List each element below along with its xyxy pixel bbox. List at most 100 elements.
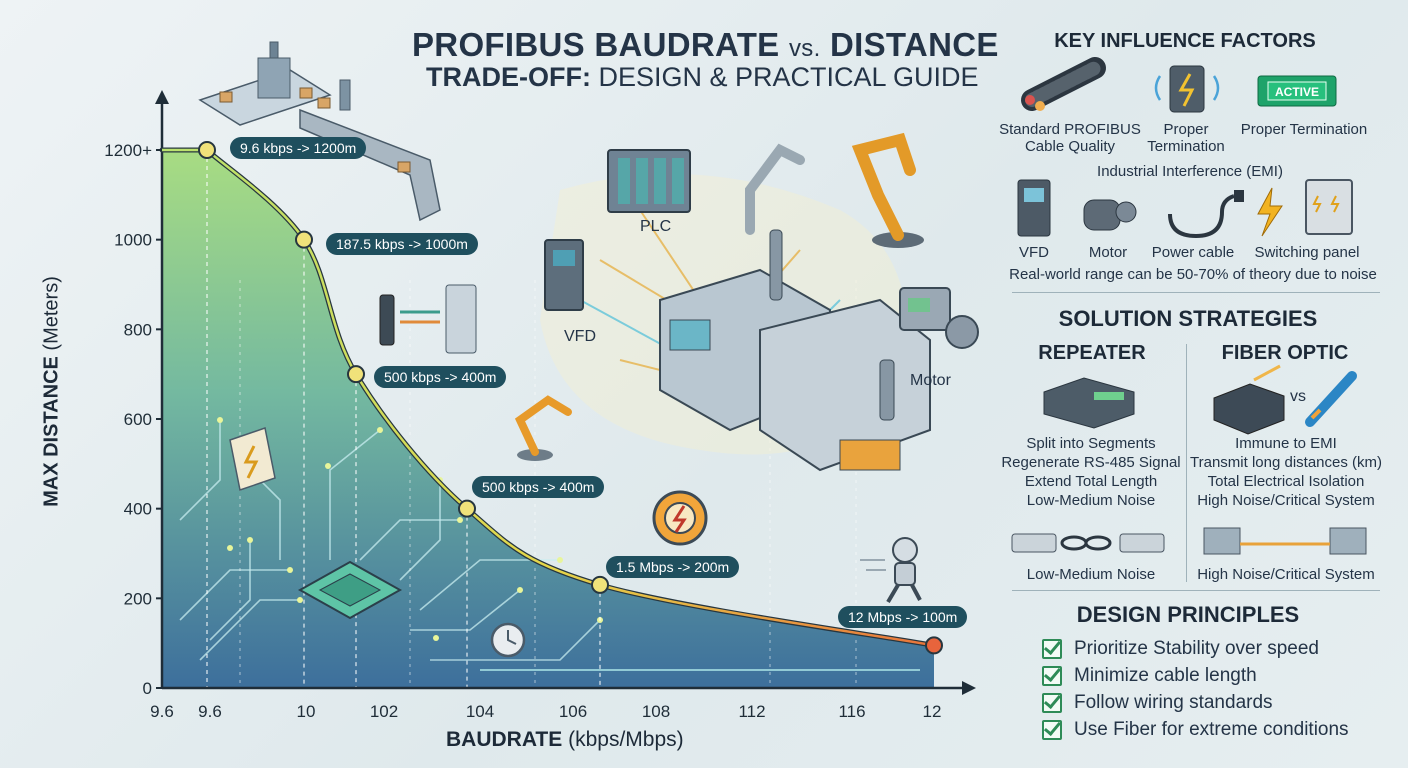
circuit-trace xyxy=(179,420,221,521)
termination-label: Termination xyxy=(1147,138,1225,155)
x-tick-label: 12 xyxy=(923,702,942,721)
fiber-line: High Noise/Critical System xyxy=(1197,492,1375,509)
active-tag: ACTIVE xyxy=(1274,85,1319,99)
circuit-node xyxy=(287,567,293,573)
fiber-vs-label: vs xyxy=(1290,388,1306,405)
fiber-line: Immune to EMI xyxy=(1235,435,1337,452)
circuit-node xyxy=(297,597,303,603)
checkbox-icon xyxy=(1042,666,1062,686)
chart-title: PROFIBUS BAUDRATE vs. DISTANCE xyxy=(412,26,999,63)
point-label: 500 kbps -> 400m xyxy=(374,366,507,388)
emi-item: Power cable xyxy=(1151,244,1235,261)
data-point xyxy=(347,365,365,384)
x-tick-label: 116 xyxy=(838,702,865,721)
principle-item: Use Fiber for extreme conditions xyxy=(1042,719,1349,741)
x-tick-label: 10 xyxy=(297,702,316,721)
section-divider xyxy=(1012,292,1380,293)
emi-heading: Industrial Interference (EMI) xyxy=(1097,163,1283,180)
chip-icon xyxy=(297,560,403,620)
fiber-title: FIBER OPTIC xyxy=(1221,342,1349,364)
emi-item: Motor xyxy=(1088,244,1128,261)
data-point xyxy=(295,230,313,249)
circuit-decoration xyxy=(179,417,920,671)
fiber-converter-icon xyxy=(1213,364,1357,435)
point-label: 500 kbps -> 400m xyxy=(472,476,605,498)
data-point xyxy=(925,636,943,655)
repeater-bottom-label: Low-Medium Noise xyxy=(1026,566,1156,583)
x-tick-label: 104 xyxy=(466,702,494,721)
cable-icon xyxy=(1021,57,1106,111)
circuit-trace xyxy=(209,540,251,641)
emi-item: VFD xyxy=(1019,244,1049,261)
circuit-node xyxy=(557,557,563,563)
y-tick-label: 600 xyxy=(124,410,152,429)
circuit-trace xyxy=(199,599,300,661)
motor-icon xyxy=(1083,199,1137,231)
repeater-icon xyxy=(1043,377,1135,429)
data-point xyxy=(198,141,216,159)
x-tick-label: 112 xyxy=(738,702,765,721)
fiber-line: Total Electrical Isolation xyxy=(1207,473,1365,490)
circuit-trace xyxy=(410,589,521,631)
circuit-trace xyxy=(329,429,381,560)
x-tick-label: 9.6 xyxy=(150,702,174,721)
x-tick-label: 108 xyxy=(642,702,670,721)
proper-label: Proper Termination xyxy=(1163,121,1209,138)
x-tick-label: 9.6 xyxy=(198,702,222,721)
chart-subtitle: TRADE-OFF: DESIGN & PRACTICAL GUIDE xyxy=(426,62,979,92)
repeater-line: Extend Total Length xyxy=(1024,473,1158,490)
circuit-node xyxy=(377,427,383,433)
fiber-bottom-label: High Noise/Critical System xyxy=(1197,566,1375,583)
y-tick-label: 0 xyxy=(143,679,152,698)
cable-quality-label: Standard PROFIBUS Cable Quality xyxy=(999,121,1141,155)
proper-termination-label: Proper Termination xyxy=(1240,121,1368,138)
solutions-divider xyxy=(1186,344,1187,582)
checkbox-icon xyxy=(1042,639,1062,659)
y-axis-label: MAX DISTANCE (Meters) xyxy=(40,276,63,507)
running-robot-icon xyxy=(860,537,922,604)
circuit-node xyxy=(227,545,233,551)
solutions-heading: SOLUTION STRATEGIES xyxy=(1058,306,1318,331)
repeater-title: REPEATER xyxy=(1038,342,1146,364)
y-tick-label: 800 xyxy=(124,320,152,339)
circuit-node xyxy=(517,587,523,593)
checkbox-icon xyxy=(1042,720,1062,740)
fiber-link-factories-icon xyxy=(1203,527,1367,555)
plc-label: PLC xyxy=(640,218,672,235)
emi-item: Switching panel xyxy=(1254,244,1360,261)
switching-panel-icon xyxy=(1305,179,1353,235)
circuit-node xyxy=(217,417,223,423)
point-label: 9.6 kbps -> 1200m xyxy=(230,137,367,159)
active-terminator-icon xyxy=(1257,75,1337,107)
y-axis-arrow xyxy=(155,90,169,104)
motor-and-vfd-small-icon xyxy=(379,284,477,354)
data-point xyxy=(458,499,476,518)
point-label: 187.5 kbps -> 1000m xyxy=(326,233,478,255)
checkbox-icon xyxy=(1042,693,1062,713)
fiber-line: Transmit long distances (km) xyxy=(1190,454,1382,471)
principle-item: Minimize cable length xyxy=(1042,665,1257,687)
section-divider xyxy=(1012,590,1380,591)
key-factors-heading: KEY INFLUENCE FACTORS xyxy=(1054,30,1316,52)
factory-scene-illustration xyxy=(540,132,979,472)
repeater-line: Low-Medium Noise xyxy=(1026,492,1156,509)
repeater-line: Regenerate RS-485 Signal xyxy=(1001,454,1181,471)
motor-label: Motor xyxy=(910,372,951,389)
warning-gear-icon xyxy=(652,490,708,546)
y-tick-label: 200 xyxy=(124,589,152,608)
circuit-node xyxy=(247,537,253,543)
noise-note: Real-world range can be 50-70% of theory… xyxy=(1009,266,1377,283)
repeater-line: Split into Segments xyxy=(1026,435,1156,452)
design-heading: DESIGN PRINCIPLES xyxy=(1076,602,1300,627)
area-fill xyxy=(162,150,934,688)
circuit-trace xyxy=(430,619,601,661)
termination-switch-icon xyxy=(1154,65,1220,113)
point-label: 1.5 Mbps -> 200m xyxy=(606,556,740,578)
y-tick-label: 1200+ xyxy=(104,141,152,160)
y-tick-label: 400 xyxy=(124,500,152,519)
principle-item: Follow wiring standards xyxy=(1042,692,1273,714)
y-tick-label: 1000 xyxy=(114,231,152,250)
x-axis-arrow xyxy=(962,681,976,695)
circuit-trace xyxy=(179,569,290,621)
